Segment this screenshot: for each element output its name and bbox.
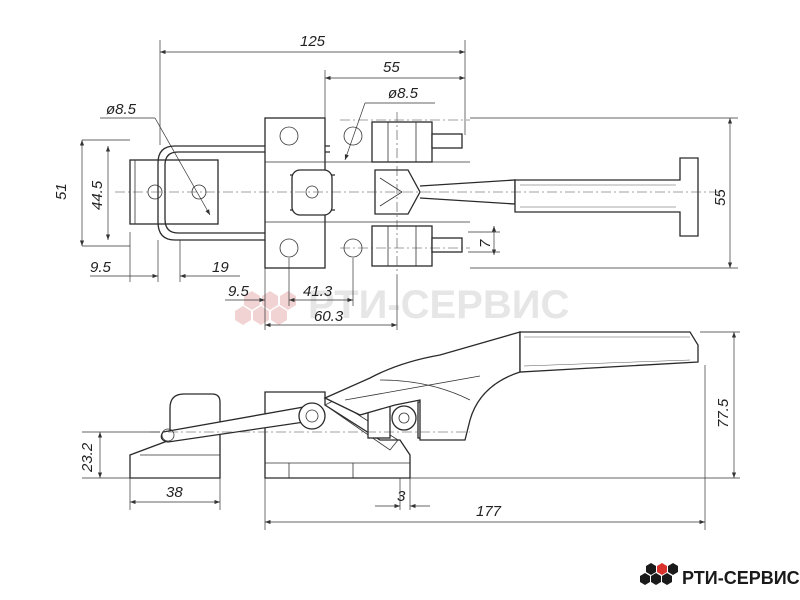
side-view — [129, 331, 699, 479]
dim-dia-right: ø8.5 — [388, 85, 419, 102]
dimension-labels: 125 55 ø8.5 ø8.5 51 44.5 55 7 9.5 19 9.5… — [53, 33, 732, 520]
dim-23-2: 23.2 — [79, 442, 96, 473]
bolt-pivot — [391, 405, 417, 431]
dim-3: 3 — [397, 488, 406, 505]
pivot-outer — [298, 402, 326, 430]
dim-41-3: 41.3 — [303, 283, 333, 300]
dim-9-5-left: 9.5 — [90, 259, 112, 276]
dim-9-5-mid: 9.5 — [228, 283, 250, 300]
bolt-block-bottom — [371, 225, 433, 267]
dim-7: 7 — [477, 239, 494, 248]
dim-38: 38 — [166, 484, 183, 501]
bolt-block-top — [371, 121, 433, 163]
dim-55-right: 55 — [712, 189, 729, 206]
dim-60-3: 60.3 — [314, 308, 344, 325]
dim-19: 19 — [212, 259, 229, 276]
brand-logo: РТИ-СЕРВИС — [640, 563, 800, 588]
dim-77-5: 77.5 — [715, 398, 732, 428]
wedge-block — [374, 169, 421, 215]
logo-text: РТИ-СЕРВИС — [682, 568, 800, 588]
top-view — [115, 112, 720, 275]
watermark-hex-icon — [235, 291, 296, 325]
dim-dia-left: ø8.5 — [106, 101, 137, 118]
dim-177: 177 — [476, 503, 502, 520]
watermark-text: РТИ-СЕРВИС — [308, 283, 569, 327]
dim-125: 125 — [300, 33, 326, 50]
dim-44-5: 44.5 — [89, 180, 106, 210]
watermark: РТИ-СЕРВИС — [235, 283, 569, 327]
dim-55-top: 55 — [383, 59, 400, 76]
side-view-dimensions — [82, 331, 740, 530]
top-view-dimensions — [79, 40, 738, 330]
t-handle — [514, 157, 699, 237]
dim-51: 51 — [53, 183, 70, 200]
logo-hex-icon — [640, 563, 678, 585]
side-grip — [519, 331, 699, 373]
u-bar — [157, 145, 330, 241]
